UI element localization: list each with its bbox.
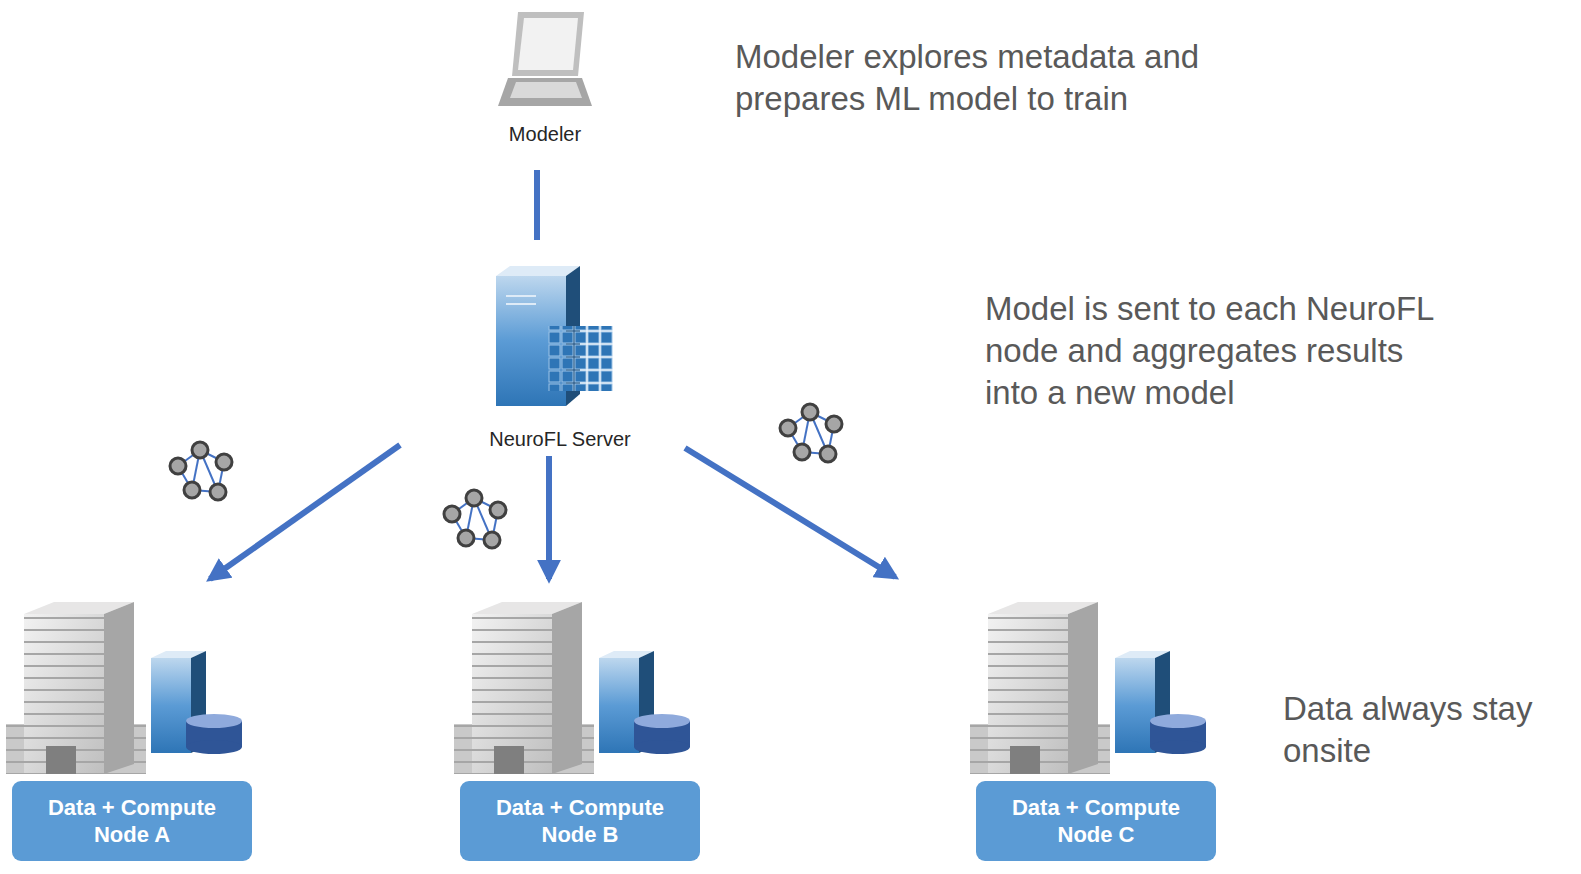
flow-arrow: [210, 445, 400, 579]
annotation-text: Modeler explores metadata and prepares M…: [735, 36, 1325, 120]
site-node: Data + Compute Node A: [8, 585, 253, 865]
site-building: [454, 602, 690, 774]
site-label-box: Data + Compute Node C: [976, 781, 1216, 861]
link-line: [534, 170, 540, 240]
model-network-icon: [780, 404, 842, 462]
icon-caption: NeuroFL Server: [470, 428, 650, 451]
icon-caption: Modeler: [490, 123, 600, 146]
flow-arrow: [546, 456, 552, 579]
site-node: Data + Compute Node C: [972, 585, 1217, 865]
site-label-box: Data + Compute Node A: [12, 781, 252, 861]
model-network-icon: [170, 442, 232, 500]
server-icon: [496, 266, 613, 406]
annotation-text: Data always stay onsite: [1283, 688, 1573, 772]
flow-arrow: [685, 448, 895, 577]
model-network-icon: [444, 490, 506, 548]
laptop-icon: [498, 12, 592, 106]
site-building: [970, 602, 1206, 774]
annotation-text: Model is sent to each NeuroFL node and a…: [985, 288, 1465, 415]
site-building: [6, 602, 242, 774]
server-node: NeuroFL Server: [395, 262, 690, 452]
modeler-node: Modeler: [490, 5, 600, 155]
site-label-box: Data + Compute Node B: [460, 781, 700, 861]
site-node: Data + Compute Node B: [456, 585, 701, 865]
